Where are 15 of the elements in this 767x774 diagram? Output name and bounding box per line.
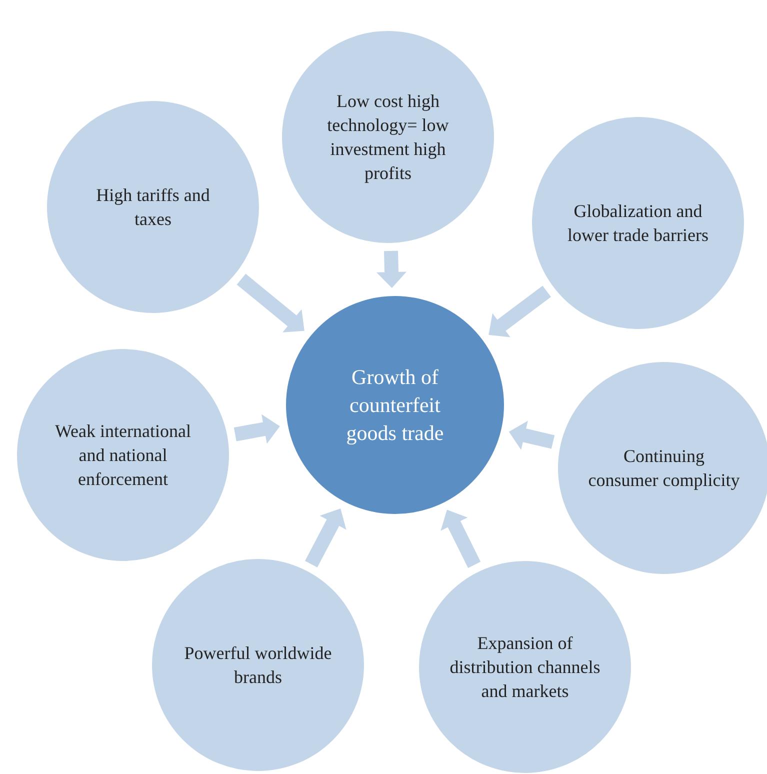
block-arrow	[234, 414, 280, 444]
circle-label: Powerful worldwide brands	[183, 642, 333, 689]
circle-label: Weak international and national enforcement	[54, 420, 192, 491]
block-arrow	[236, 274, 304, 332]
block-arrow	[376, 250, 406, 288]
circle-label: Low cost high technology= low investment high profits	[326, 90, 450, 185]
block-arrow	[440, 510, 481, 568]
circle-label: Expansion of distribution channels and markets	[448, 632, 602, 703]
circle-label: Globalization and lower trade barriers	[566, 200, 710, 247]
block-arrow	[488, 286, 551, 338]
circle-label: Continuing consumer complicity	[588, 445, 740, 492]
block-arrow	[305, 508, 346, 568]
circle-label: Growth of counterfeit goods trade	[345, 364, 445, 447]
circle-label: High tariffs and taxes	[95, 184, 211, 231]
block-arrow	[508, 420, 555, 450]
